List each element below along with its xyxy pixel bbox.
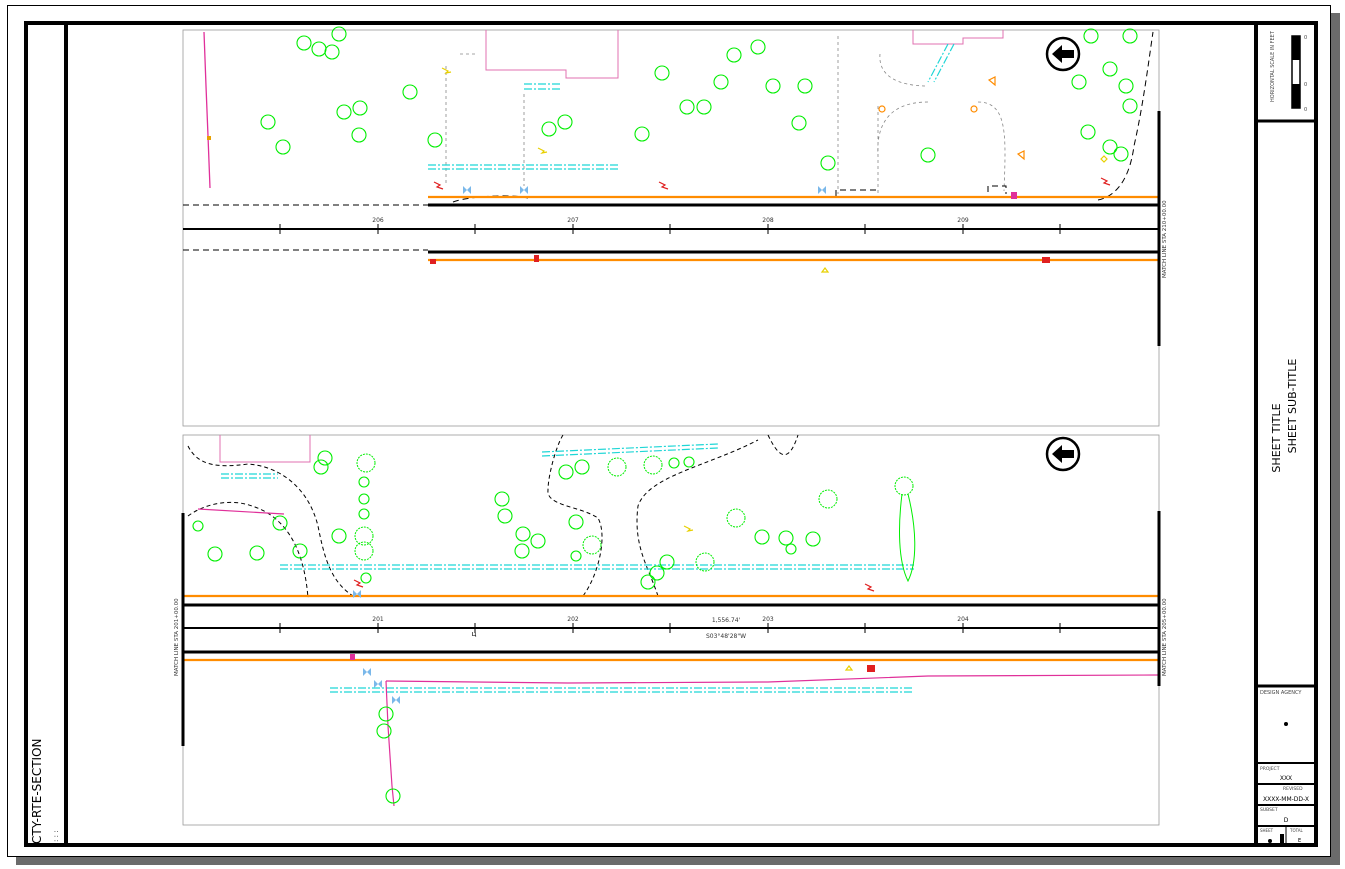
station-label-209: 209 xyxy=(957,217,969,224)
bottom-viewport-frame xyxy=(182,434,1160,826)
sheet-subtitle: SHEET SUB-TITLE xyxy=(1286,359,1299,454)
fence-line xyxy=(385,680,395,807)
hydrant-icon xyxy=(463,186,826,194)
power-symbol-icon xyxy=(878,76,1025,161)
top-plan-panel: 206 207 208 209 MATCH LINE STA 210+00.00 xyxy=(182,26,1168,427)
designer-logo xyxy=(1284,722,1288,726)
outer-border xyxy=(24,21,1318,847)
north-arrow-icon xyxy=(1045,436,1081,472)
field1-label: PROJECT xyxy=(1260,766,1280,772)
sign-icon xyxy=(683,525,854,671)
station-label-203: 203 xyxy=(762,616,774,623)
gas-meter-icon xyxy=(433,177,1111,190)
left-strip-label: CTY-RTE-SECTION xyxy=(30,738,44,844)
station-label-204: 204 xyxy=(957,616,969,623)
sheet-number-mark xyxy=(1280,834,1284,844)
north-arrow-icon xyxy=(1045,36,1081,72)
building-outline xyxy=(219,435,311,463)
water-line xyxy=(221,443,914,693)
sheet-label: SHEET xyxy=(1260,828,1274,833)
total-value: E xyxy=(1298,838,1301,844)
bottom-plan-panel: 201 202 203 204 1,556.74' S03°48'28"W ц … xyxy=(174,434,1168,826)
baseline-marker: ц xyxy=(472,630,477,638)
plan-drawing: CTY-RTE-SECTION : : : HORIZONTAL SCALE I… xyxy=(24,21,1318,847)
scale-bar: HORIZONTAL SCALE IN FEET 0 0 0 xyxy=(1270,30,1307,113)
station-ticks xyxy=(279,623,1061,633)
utility-pole-icon xyxy=(350,654,355,660)
gas-meter-icon xyxy=(353,579,875,592)
hydrant-icon xyxy=(353,590,400,704)
station-label-208: 208 xyxy=(762,217,774,224)
scale-title: HORIZONTAL SCALE IN FEET xyxy=(1270,30,1276,102)
matchline-left-bottom: MATCH LINE STA 201+00.00 xyxy=(174,598,180,676)
field2-value: XXXX-MM-DD-X xyxy=(1263,796,1309,803)
left-strip-dots: : : : xyxy=(52,830,60,842)
bearing: S03°48'28"W xyxy=(706,633,746,640)
edge-of-pavement xyxy=(187,434,799,599)
title-block: HORIZONTAL SCALE IN FEET 0 0 0 SHEET TIT… xyxy=(1256,30,1316,845)
scale-tick-2: 0 xyxy=(1304,35,1307,41)
station-ticks xyxy=(279,224,1061,234)
matchline-right-bottom: MATCH LINE STA 205+00.00 xyxy=(1162,598,1168,676)
edge-of-pavement xyxy=(183,31,1154,251)
evergreen-tree-group xyxy=(354,453,916,583)
driveway-outline xyxy=(445,36,1006,194)
station-label-206: 206 xyxy=(372,217,384,224)
sheet-title: SHEET TITLE xyxy=(1270,403,1283,472)
gas-valve-icon xyxy=(534,255,539,262)
field2-label: REVISED xyxy=(1283,786,1303,792)
tree-group xyxy=(192,450,821,804)
designer-label: DESIGN AGENCY xyxy=(1260,690,1302,696)
scale-tick-0: 0 xyxy=(1304,107,1307,113)
bearing-length: 1,556.74' xyxy=(712,617,741,624)
drawing-sheet: CTY-RTE-SECTION : : : HORIZONTAL SCALE I… xyxy=(7,5,1331,857)
sheet-number-dot xyxy=(1268,839,1272,843)
gas-valve-icon xyxy=(1042,257,1050,263)
matchline-right-top: MATCH LINE STA 210+00.00 xyxy=(1162,200,1168,278)
marker-icon xyxy=(207,136,211,140)
fence-line xyxy=(385,674,1160,684)
fence-line xyxy=(197,508,285,515)
tree-group xyxy=(260,26,1138,171)
sign-icon xyxy=(441,67,1108,273)
station-label-202: 202 xyxy=(567,616,579,623)
utility-pole-icon xyxy=(1011,192,1017,199)
station-label-207: 207 xyxy=(567,217,579,224)
property-line xyxy=(203,31,211,189)
building-outline xyxy=(912,30,1004,45)
gas-valve-icon xyxy=(867,665,875,672)
station-label-201: 201 xyxy=(372,616,384,623)
field3-value: D xyxy=(1284,817,1289,824)
building-outline xyxy=(485,30,619,79)
gas-valve-icon xyxy=(430,259,436,264)
field3-label: SUBSET xyxy=(1260,807,1278,813)
scale-tick-1: 0 xyxy=(1304,82,1307,88)
water-line xyxy=(428,43,955,170)
total-label: TOTAL xyxy=(1289,828,1303,833)
field1-value: XXX xyxy=(1280,775,1292,782)
